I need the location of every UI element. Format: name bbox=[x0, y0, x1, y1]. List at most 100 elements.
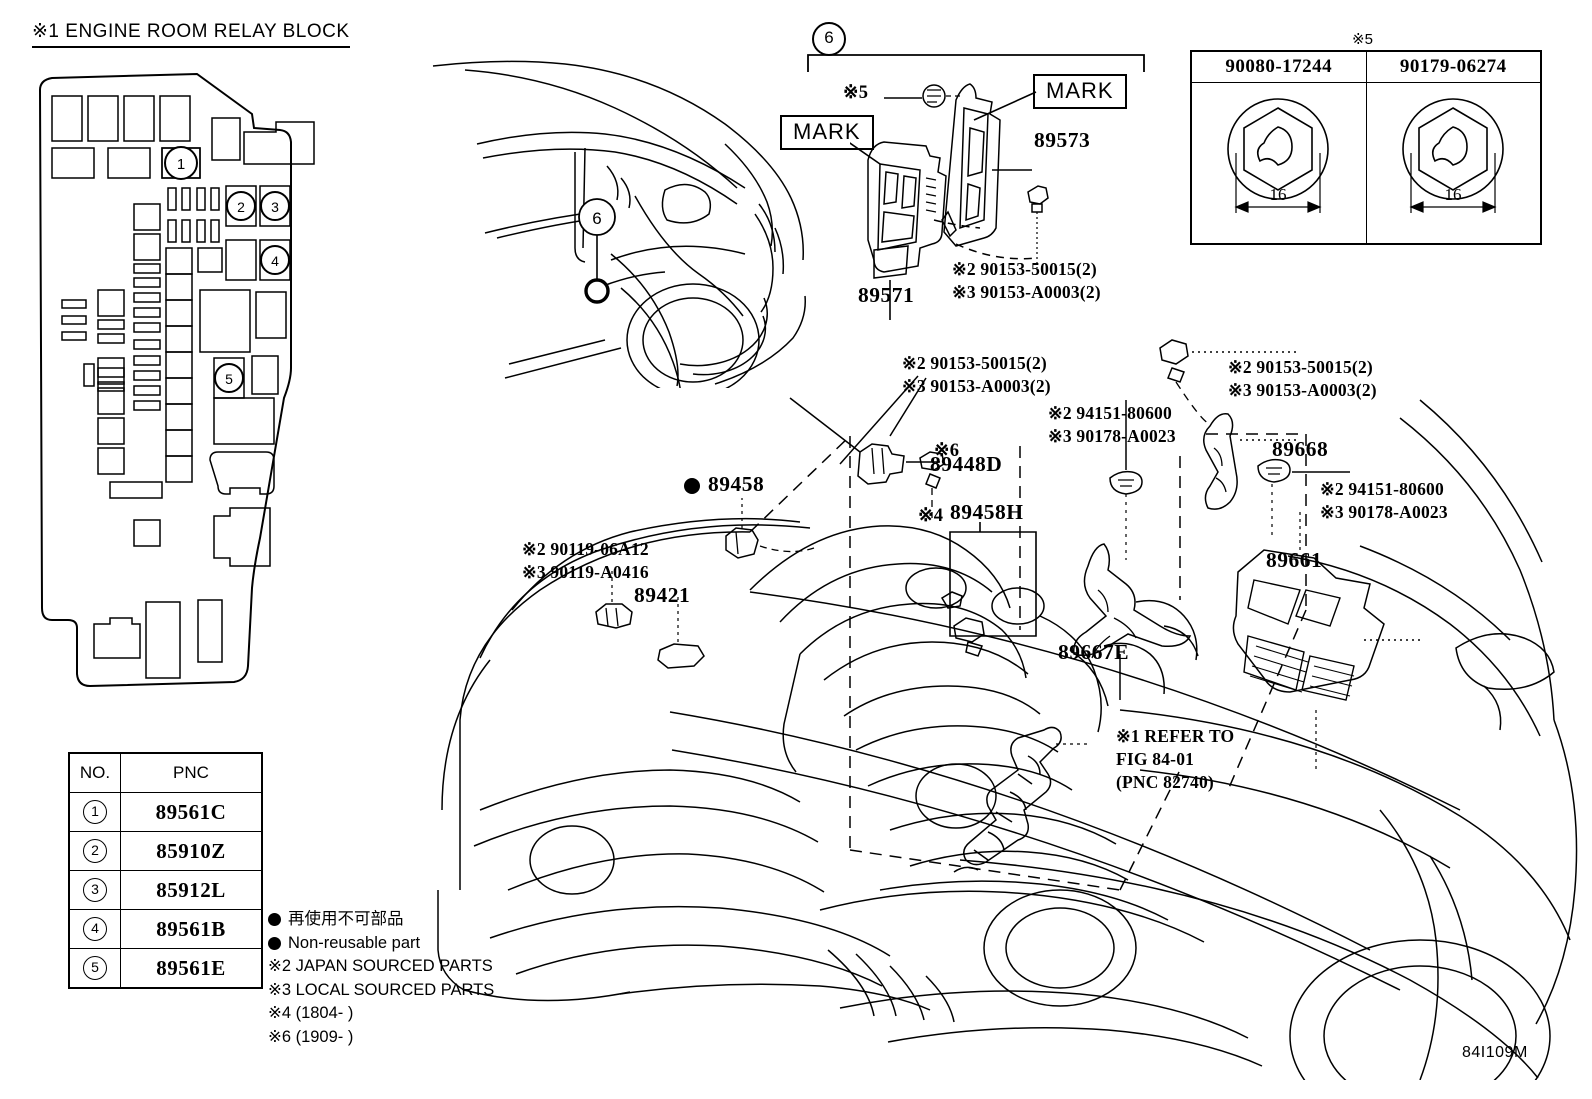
legend-note-4: ※4 (1804- ) bbox=[268, 1004, 354, 1022]
table-header-row: NO. PNC bbox=[68, 752, 263, 793]
row-number-cell: 1 bbox=[68, 792, 121, 832]
bolt-image-cell: 16 bbox=[1190, 82, 1367, 245]
part-89458H-bracket bbox=[948, 522, 1038, 638]
fastener-japan-sourced: ※2 90119-06A12 bbox=[522, 539, 649, 559]
column-header-pnc: PNC bbox=[120, 752, 263, 793]
part-icon-grommet-center bbox=[1109, 400, 1143, 560]
group6-bracket bbox=[806, 50, 1146, 74]
part-label-89573: 89573 bbox=[1034, 128, 1091, 152]
relay-callout-4: 4 bbox=[260, 245, 290, 275]
bolt-dimension: 16 bbox=[1444, 185, 1461, 204]
part-icon-89421 bbox=[595, 570, 705, 669]
mark-label-right: MARK bbox=[1033, 74, 1127, 109]
fastener-note-b: ※2 90153-50015(2) ※3 90153-A0003(2) bbox=[1228, 356, 1377, 402]
pnc-value: 85912L bbox=[156, 877, 226, 902]
part-icon-grommet-right bbox=[1257, 458, 1350, 540]
mark-label-left: MARK bbox=[780, 115, 874, 150]
pnc-value: 85910Z bbox=[156, 838, 226, 863]
table-row: 5 89561E bbox=[68, 948, 263, 989]
fastener-local-sourced: ※3 90153-A0003(2) bbox=[902, 376, 1051, 396]
group6-nut-detail bbox=[884, 80, 964, 116]
fastener-local-sourced: ※3 90119-A0416 bbox=[522, 562, 649, 582]
legend-text-en: Non-reusable part bbox=[288, 933, 421, 952]
relay-callout-1: 1 bbox=[161, 146, 201, 180]
bolt-part-no: 90080-17244 bbox=[1190, 50, 1367, 83]
refer-to-line-2: FIG 84-01 bbox=[1116, 749, 1195, 769]
relay-block-part-illustration bbox=[930, 722, 1110, 892]
fastener-local-sourced: ※3 90153-A0003(2) bbox=[952, 282, 1101, 302]
refer-to-note: ※1 REFER TO FIG 84-01 (PNC 82740) bbox=[1116, 725, 1234, 794]
group6-bolt-ref-label: ※5 bbox=[843, 83, 869, 103]
fastener-note-d: ※2 94151-80600 ※3 90178-A0023 bbox=[1320, 478, 1448, 524]
fastener-local-sourced: ※3 90178-A0023 bbox=[1048, 426, 1176, 446]
legend-note-6: ※6 (1909- ) bbox=[268, 1027, 354, 1046]
group6-parts-illustration bbox=[850, 60, 1150, 320]
row-number-cell: 3 bbox=[68, 870, 121, 910]
table-row: 2 85910Z bbox=[68, 831, 263, 871]
svg-text:1: 1 bbox=[177, 156, 185, 173]
part-label-89667E: 89667E bbox=[1058, 640, 1130, 664]
bolt-head-icon: 16 bbox=[1401, 98, 1504, 213]
bolt-image-cell: 16 bbox=[1365, 82, 1542, 245]
page-title: ※1 ENGINE ROOM RELAY BLOCK bbox=[32, 20, 350, 48]
refer-to-line-1: ※1 REFER TO bbox=[1116, 726, 1235, 746]
fastener-japan-sourced: ※2 90153-50015(2) bbox=[952, 259, 1097, 279]
filled-dot-icon bbox=[268, 936, 281, 950]
part-icon-89661 bbox=[1232, 510, 1420, 770]
vehicle-callout-6: 6 bbox=[578, 198, 616, 304]
legend-note-2: ※2 JAPAN SOURCED PARTS bbox=[268, 957, 493, 975]
pnc-value: 89561C bbox=[155, 799, 227, 824]
row-number-cell: 2 bbox=[68, 831, 121, 871]
pnc-value: 89561E bbox=[156, 955, 226, 980]
part-mark-89448D: ※6 bbox=[934, 441, 960, 461]
part-icon-89458 bbox=[725, 498, 815, 559]
group6-bolt-icon bbox=[1024, 182, 1058, 272]
bolt-part-no: 90179-06274 bbox=[1365, 50, 1542, 83]
vehicle-rear-illustration: 6 bbox=[425, 48, 815, 388]
pnc-table: NO. PNC 1 89561C 2 85910Z 3 85912L 4 895… bbox=[68, 752, 263, 989]
table-row: 1 89561C bbox=[68, 792, 263, 832]
part-icon-bolt-upper-left bbox=[919, 451, 945, 518]
part-label-89458H: 89458H bbox=[950, 500, 1024, 524]
legend-text-jp: 再使用不可部品 bbox=[288, 910, 404, 928]
callout-circle: 4 bbox=[83, 917, 107, 941]
fastener-local-sourced: ※3 90153-A0003(2) bbox=[1228, 380, 1377, 400]
part-label-89458: 89458 bbox=[708, 472, 765, 496]
bolt-table-title: ※5 bbox=[1352, 31, 1373, 48]
row-number-cell: 5 bbox=[68, 948, 121, 989]
part-label-89661: 89661 bbox=[1266, 548, 1323, 572]
relay-block-diagram: 1 2 3 4 5 bbox=[22, 68, 342, 708]
callout-circle: 5 bbox=[83, 956, 107, 980]
part-mark-89458H: ※4 bbox=[918, 506, 944, 526]
svg-text:3: 3 bbox=[271, 199, 279, 215]
table-row: 4 89561B bbox=[68, 909, 263, 949]
fastener-note-c: ※2 94151-80600 ※3 90178-A0023 bbox=[1048, 402, 1176, 448]
part-label-89421: 89421 bbox=[634, 583, 691, 607]
svg-text:2: 2 bbox=[237, 199, 245, 215]
pnc-value: 89561B bbox=[156, 916, 226, 941]
filled-dot-icon bbox=[268, 913, 281, 927]
relay-callout-3: 3 bbox=[260, 191, 290, 221]
fastener-note-e: ※2 90119-06A12 ※3 90119-A0416 bbox=[522, 538, 649, 584]
svg-text:5: 5 bbox=[225, 371, 233, 387]
part-icon-89667E bbox=[1073, 543, 1192, 700]
fastener-note-group6: ※2 90153-50015(2) ※3 90153-A0003(2) bbox=[952, 258, 1101, 304]
callout-circle: 2 bbox=[83, 839, 107, 863]
svg-text:4: 4 bbox=[271, 253, 279, 269]
fastener-note-a: ※2 90153-50015(2) ※3 90153-A0003(2) bbox=[902, 352, 1051, 398]
refer-to-line-3: (PNC 82740) bbox=[1116, 772, 1214, 792]
bolt-head-icon: 16 bbox=[1227, 98, 1329, 213]
fastener-japan-sourced: ※2 94151-80600 bbox=[1048, 403, 1172, 423]
callout-circle: 1 bbox=[83, 800, 107, 824]
legend-note-3: ※3 LOCAL SOURCED PARTS bbox=[268, 980, 495, 999]
figure-id: 84I109M bbox=[1462, 1044, 1528, 1061]
legend-nonreusable-jp: 再使用不可部品 bbox=[268, 908, 494, 932]
part-label-89448D: 89448D bbox=[930, 452, 1003, 476]
engine-bay-illustration bbox=[420, 250, 1590, 1080]
bolt-spec-table: 90080-17244 90179-06274 16 bbox=[1190, 50, 1542, 245]
column-header-no: NO. bbox=[68, 752, 121, 793]
callout-circle: 3 bbox=[83, 878, 107, 902]
legend: 再使用不可部品 Non-reusable part ※2 JAPAN SOURC… bbox=[268, 908, 494, 1049]
fastener-japan-sourced: ※2 90153-50015(2) bbox=[902, 353, 1047, 373]
fastener-japan-sourced: ※2 94151-80600 bbox=[1320, 479, 1444, 499]
